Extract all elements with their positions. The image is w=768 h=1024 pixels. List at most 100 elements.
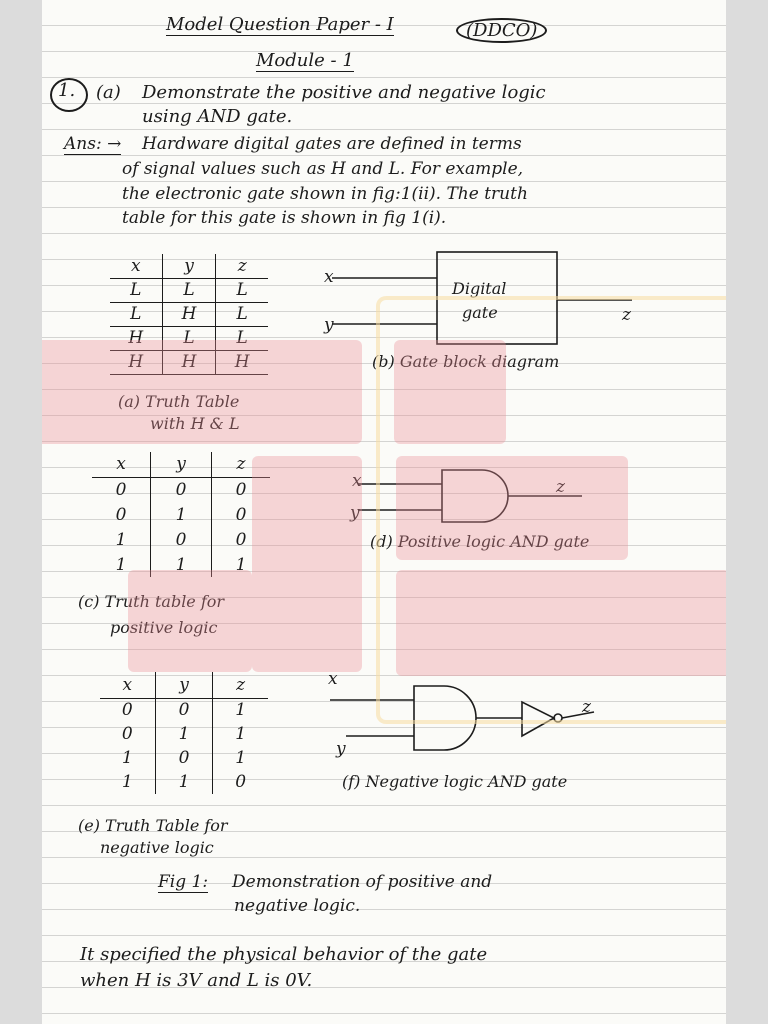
- table-cell: 0: [100, 698, 156, 722]
- table-cell: 1: [235, 700, 247, 721]
- table-cell: 0: [100, 722, 156, 746]
- figure-label: Fig 1:: [158, 872, 209, 893]
- table-row: 1 0 1: [100, 746, 268, 770]
- table-cell: 1: [100, 770, 156, 794]
- table-cell: 0: [150, 527, 213, 552]
- module-heading: Module - 1: [256, 50, 354, 72]
- question-line-1: Demonstrate the positive and negative lo…: [142, 82, 546, 103]
- table-cell: 1: [235, 554, 247, 575]
- table-row: 1 0 0: [92, 527, 270, 552]
- table-row: 1 1 1: [92, 552, 270, 577]
- answer-line-1: Hardware digital gates are defined in te…: [142, 134, 522, 154]
- truth-table-negative: x y z 0 0 1 0 1 1 1 0 1 1 1 0: [100, 672, 268, 794]
- table-cell: 0: [235, 772, 247, 792]
- input-y-label: y: [349, 503, 360, 523]
- conclusion-line-2: when H is 3V and L is 0V.: [80, 970, 313, 991]
- table-header: y: [150, 452, 213, 477]
- table-header: z: [237, 255, 247, 276]
- conclusion-line-1: It specified the physical behavior of th…: [80, 944, 488, 965]
- table-cell: 0: [92, 477, 151, 502]
- highlight-box-6: [396, 570, 726, 676]
- table-row: 0 1 1: [100, 722, 268, 746]
- table-header: x: [100, 672, 156, 698]
- table-cell: 0: [155, 746, 214, 770]
- input-x-label: x: [352, 471, 362, 491]
- table-c-caption-1: (c) Truth table for: [78, 592, 225, 611]
- box-label-1: Digital: [451, 279, 506, 298]
- table-a-caption-2: with H & L: [150, 414, 240, 433]
- highlight-box-2: [394, 340, 506, 444]
- subject-code: (DDCO): [456, 18, 548, 43]
- table-row: L H L: [110, 302, 268, 326]
- table-cell: 1: [155, 770, 214, 794]
- table-cell: 0: [150, 477, 213, 502]
- input-x-label: x: [328, 669, 338, 689]
- table-cell: 1: [150, 502, 213, 527]
- highlight-outline-yellow: [376, 296, 726, 724]
- positive-and-gate-diagram: x y z: [349, 469, 582, 523]
- input-x-label: x: [324, 267, 334, 287]
- question-part: (a): [96, 82, 121, 103]
- inverter-symbol: [521, 700, 556, 738]
- highlight-box-1: [42, 340, 362, 444]
- table-cell: L: [162, 278, 217, 302]
- answer-label: Ans: →: [64, 134, 122, 155]
- highlight-box-5: [128, 570, 252, 672]
- table-row: 0 0 1: [100, 698, 268, 722]
- input-y-label: y: [323, 315, 334, 335]
- table-header: x: [92, 452, 151, 477]
- table-cell: L: [162, 326, 217, 350]
- table-cell: L: [236, 328, 248, 348]
- table-cell: L: [236, 304, 248, 324]
- table-cell: 0: [235, 529, 247, 550]
- highlight-box-3: [252, 456, 362, 672]
- table-cell: 0: [92, 502, 151, 527]
- answer-line-2: of signal values such as H and L. For ex…: [122, 159, 524, 179]
- table-row: 0 0 0: [92, 477, 270, 502]
- table-cell: H: [162, 302, 217, 326]
- table-cell: L: [236, 280, 248, 300]
- table-cell: 1: [235, 748, 247, 768]
- table-cell: H: [162, 350, 217, 374]
- box-label-2: gate: [462, 303, 498, 322]
- output-z-wire: [561, 711, 595, 719]
- table-row: L L L: [110, 278, 268, 302]
- answer-line-4: table for this gate is shown in fig 1(i)…: [122, 208, 447, 228]
- table-cell: 1: [100, 746, 156, 770]
- table-row: 1 1 0: [100, 770, 268, 794]
- table-a-caption-1: (a) Truth Table: [118, 392, 240, 411]
- table-cell: 0: [155, 698, 214, 722]
- table-cell: 1: [155, 722, 214, 746]
- figure-caption-2: negative logic.: [234, 896, 361, 916]
- table-row: 0 1 0: [92, 502, 270, 527]
- output-z-label: z: [555, 477, 566, 497]
- gate-block-diagram: x y Digital gate z: [323, 251, 632, 345]
- paper-title: Model Question Paper - I: [166, 14, 394, 36]
- output-z-label: z: [581, 697, 592, 717]
- answer-line-3: the electronic gate shown in fig:1(ii). …: [122, 184, 528, 204]
- figure-caption-1: Demonstration of positive and: [232, 872, 493, 892]
- diagram-d-caption: (d) Positive logic AND gate: [370, 532, 590, 551]
- table-row: H L L: [110, 326, 268, 350]
- notebook-page: Model Question Paper - I (DDCO) Module -…: [42, 0, 726, 1024]
- input-y-label: y: [335, 739, 346, 759]
- table-cell: 1: [235, 724, 247, 744]
- table-cell: L: [110, 302, 163, 326]
- table-cell: H: [110, 350, 163, 374]
- table-header: y: [162, 254, 217, 278]
- truth-table-hl: x y z L L L L H L H L L H H H: [110, 254, 268, 375]
- question-number: 1.: [58, 80, 76, 101]
- table-header: y: [155, 672, 214, 698]
- table-cell: 1: [92, 552, 151, 577]
- highlight-box-4: [396, 456, 628, 560]
- table-header: x: [110, 254, 163, 278]
- table-cell: 1: [150, 552, 213, 577]
- question-number-circle: [50, 78, 88, 112]
- and-gate-symbol: [441, 469, 509, 523]
- table-e-caption-2: negative logic: [100, 838, 214, 857]
- truth-table-positive: x y z 0 0 0 0 1 0 1 0 0 1 1 1: [92, 452, 270, 577]
- table-header: z: [236, 674, 246, 695]
- table-cell: 0: [235, 504, 247, 525]
- table-row: H H H: [110, 350, 268, 374]
- diagram-b-caption: (b) Gate block diagram: [372, 352, 560, 371]
